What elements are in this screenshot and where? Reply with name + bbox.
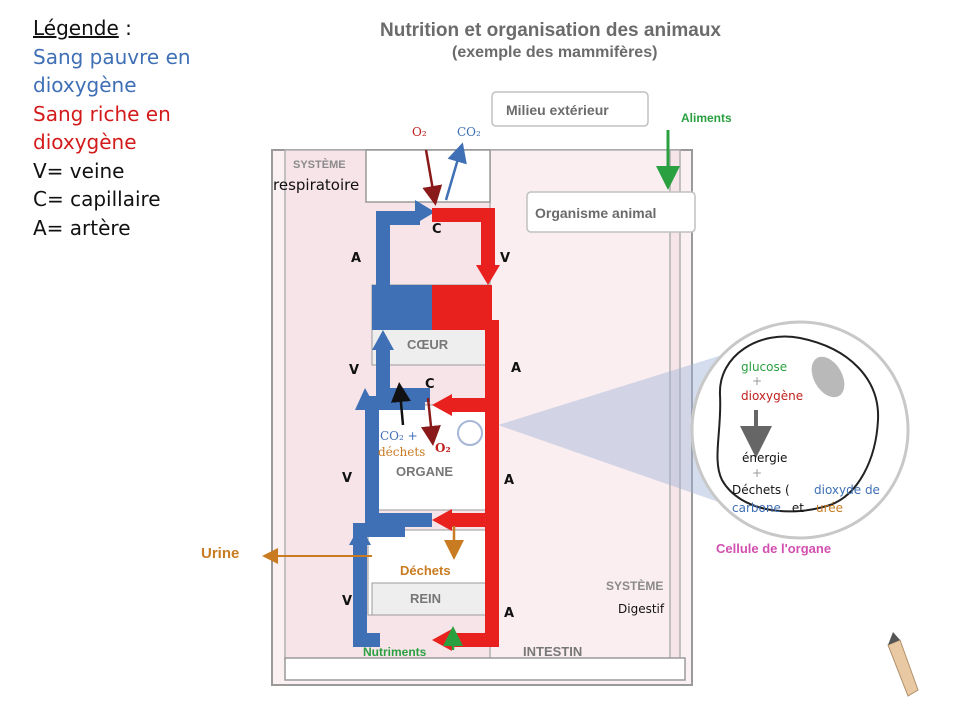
systeme-dig-label-1: SYSTÈME (606, 578, 663, 593)
blue-vessels (349, 200, 435, 647)
cell-nucleus (811, 356, 845, 398)
cell-dioxyde: dioxyde de (814, 483, 880, 497)
legend-red-line2: dioxygène (33, 130, 137, 154)
vessel-letter-a: A (504, 473, 514, 488)
coeur-label: CŒUR (407, 337, 449, 352)
vessel-letter-a: A (504, 606, 514, 621)
heart-right-side (372, 285, 432, 330)
cell-glucose: glucose (741, 360, 787, 374)
legend-title-colon: : (118, 16, 132, 40)
organisme-box (526, 191, 696, 233)
cell-plus-2: + (752, 466, 762, 480)
aliments-label: Aliments (681, 111, 732, 125)
co2-organe-label: CO₂ + (380, 429, 418, 443)
cell-et: et (788, 501, 808, 515)
systeme-dig-label-2: Digestif (618, 602, 665, 616)
organisme-label: Organisme animal (535, 205, 656, 221)
diagram-subtitle: (exemple des mammifères) (452, 44, 658, 61)
kidney-label-box (371, 582, 491, 616)
systeme-resp-label-2: respiratoire (273, 176, 359, 194)
o2-in-arrow (422, 149, 443, 206)
vessel-letter-a: A (351, 251, 361, 266)
cell-carbone: carbone (732, 501, 781, 515)
legend: Légende : Sang pauvre en dioxygène Sang … (33, 14, 191, 242)
cell-energie: énergie (742, 451, 787, 465)
vessel-letter-c: C (432, 222, 442, 237)
legend-red-line1: Sang riche en (33, 101, 171, 126)
cell-dechets-prefix: Déchets ( (732, 483, 790, 497)
vessel-letter-v: V (342, 471, 352, 486)
vessel-letter-c: C (425, 377, 435, 392)
dechets-rein-label: Déchets (400, 563, 451, 578)
legend-blue-line2: dioxygène (33, 73, 137, 97)
co2-top-label: CO₂ (457, 125, 481, 139)
vessel-letter-a: A (511, 361, 521, 376)
legend-vein: V= veine (33, 158, 125, 183)
legend-title: Légende (33, 16, 119, 40)
organe-label: ORGANE (396, 464, 453, 479)
o2-organe-label: O₂ (435, 441, 451, 455)
organ-cell-marker (457, 420, 483, 446)
rein-label: REIN (410, 591, 441, 606)
cell-uree: urée (816, 501, 843, 515)
diagram-title: Nutrition et organisation des animaux (380, 20, 721, 41)
organ-o2-arrow (421, 397, 441, 446)
nutriments-label: Nutriments (363, 645, 427, 659)
diagram-title-block: Nutrition et organisation des animaux (e… (380, 20, 780, 62)
cell-dioxygene: dioxygène (741, 389, 803, 403)
vessel-letter-v: V (342, 594, 352, 609)
cell-plus-1: + (752, 374, 762, 388)
milieu-label: Milieu extérieur (506, 102, 609, 118)
urine-label: Urine (201, 545, 239, 562)
co2-out-arrow (444, 142, 467, 201)
legend-capillary: C= capillaire (33, 187, 161, 211)
systeme-resp-label-1: SYSTÈME (293, 158, 346, 171)
vessel-letter-v: V (500, 251, 510, 266)
milieu-box (491, 91, 649, 127)
legend-artery: A= artère (33, 215, 131, 240)
dechets-organe-label: déchets (378, 445, 425, 459)
pencil-icon (887, 632, 919, 697)
cellule-label: Cellule de l'organe (716, 541, 831, 556)
legend-blue-line1: Sang pauvre en (33, 44, 191, 69)
vessel-letter-v: V (349, 363, 359, 378)
organ-co2-arrow (390, 382, 411, 426)
intestin-label: INTESTIN (523, 644, 582, 659)
heart-left-side (432, 285, 492, 330)
o2-top-label: O₂ (412, 125, 427, 139)
